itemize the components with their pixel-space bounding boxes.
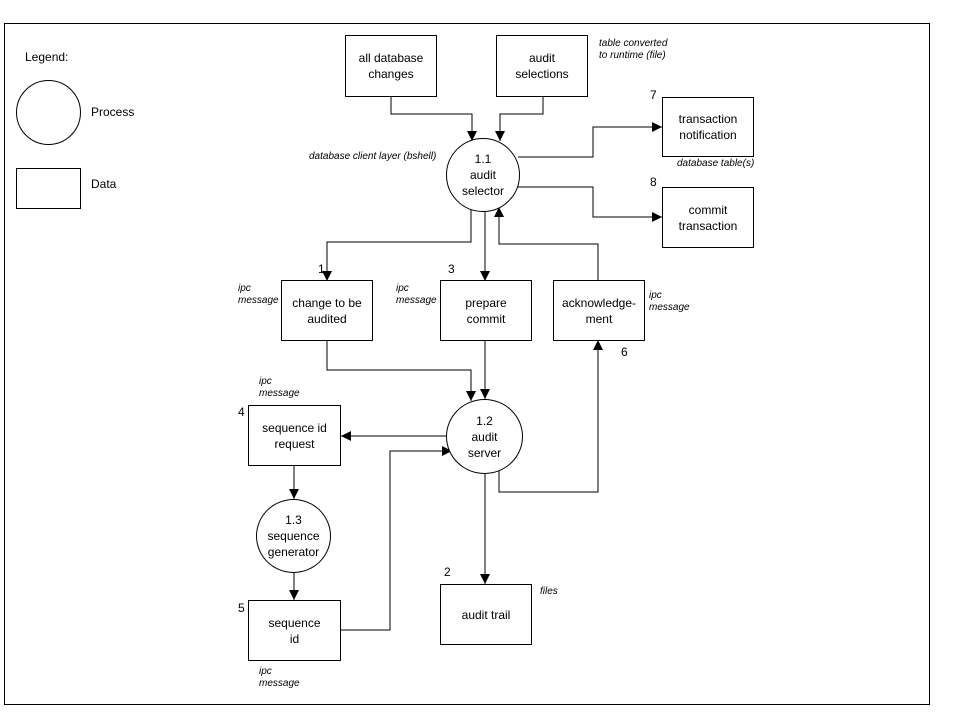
number-1: 1 [318, 262, 325, 276]
note-files: files [540, 586, 558, 597]
legend-process-symbol [16, 80, 81, 145]
legend-title: Legend: [25, 50, 69, 64]
number-2: 2 [444, 565, 451, 579]
flow-selector-to-notification [518, 122, 662, 158]
note-ipc-message-ack: ipc message [649, 290, 690, 313]
number-3: 3 [448, 262, 455, 276]
data-change-to-be-audited: change to be audited [281, 280, 373, 341]
data-acknowledgement: acknowledge- ment [553, 280, 645, 341]
number-6: 6 [621, 345, 628, 359]
note-ipc-message-change: ipc message [238, 283, 279, 306]
process-audit-selector: 1.1 audit selector [446, 138, 520, 212]
note-ipc-message-seq-id: ipc message [259, 666, 300, 689]
data-sequence-id-request: sequence id request [248, 405, 341, 466]
number-7: 7 [650, 88, 657, 102]
legend-data-label: Data [91, 177, 117, 191]
number-4: 4 [238, 405, 245, 419]
flow-seq-id-to-server [341, 446, 452, 631]
data-transaction-notification: transaction notification [662, 97, 754, 157]
flow-selections-to-selector [495, 96, 544, 141]
note-database-client-layer: database client layer (bshell) [309, 151, 437, 162]
flow-selector-to-change [322, 210, 472, 281]
flow-selector-to-commit [518, 186, 662, 222]
note-table-converted: table converted to runtime (file) [599, 38, 668, 61]
note-ipc-message-seq-request: ipc message [259, 376, 300, 399]
legend-process-label: Process [91, 105, 135, 119]
data-sequence-id: sequence id [248, 600, 341, 661]
data-commit-transaction: commit transaction [662, 187, 754, 248]
number-5: 5 [238, 601, 245, 615]
note-ipc-message-prepare: ipc message [396, 283, 437, 306]
process-audit-server: 1.2 audit server [446, 399, 523, 474]
flow-change-to-server [326, 340, 476, 401]
note-database-tables: database table(s) [677, 158, 755, 169]
flow-db-changes-to-selector [390, 96, 477, 141]
number-8: 8 [650, 175, 657, 189]
flow-ack-to-selector [494, 207, 599, 281]
legend-data-symbol [16, 168, 81, 209]
diagram-frame [4, 23, 930, 705]
data-audit-trail: audit trail [440, 584, 532, 645]
flow-server-to-ack [498, 340, 603, 493]
data-all-database-changes: all database changes [345, 35, 437, 97]
data-audit-selections: audit selections [496, 35, 588, 97]
process-sequence-generator: 1.3 sequence generator [256, 499, 331, 573]
data-prepare-commit: prepare commit [440, 280, 532, 341]
